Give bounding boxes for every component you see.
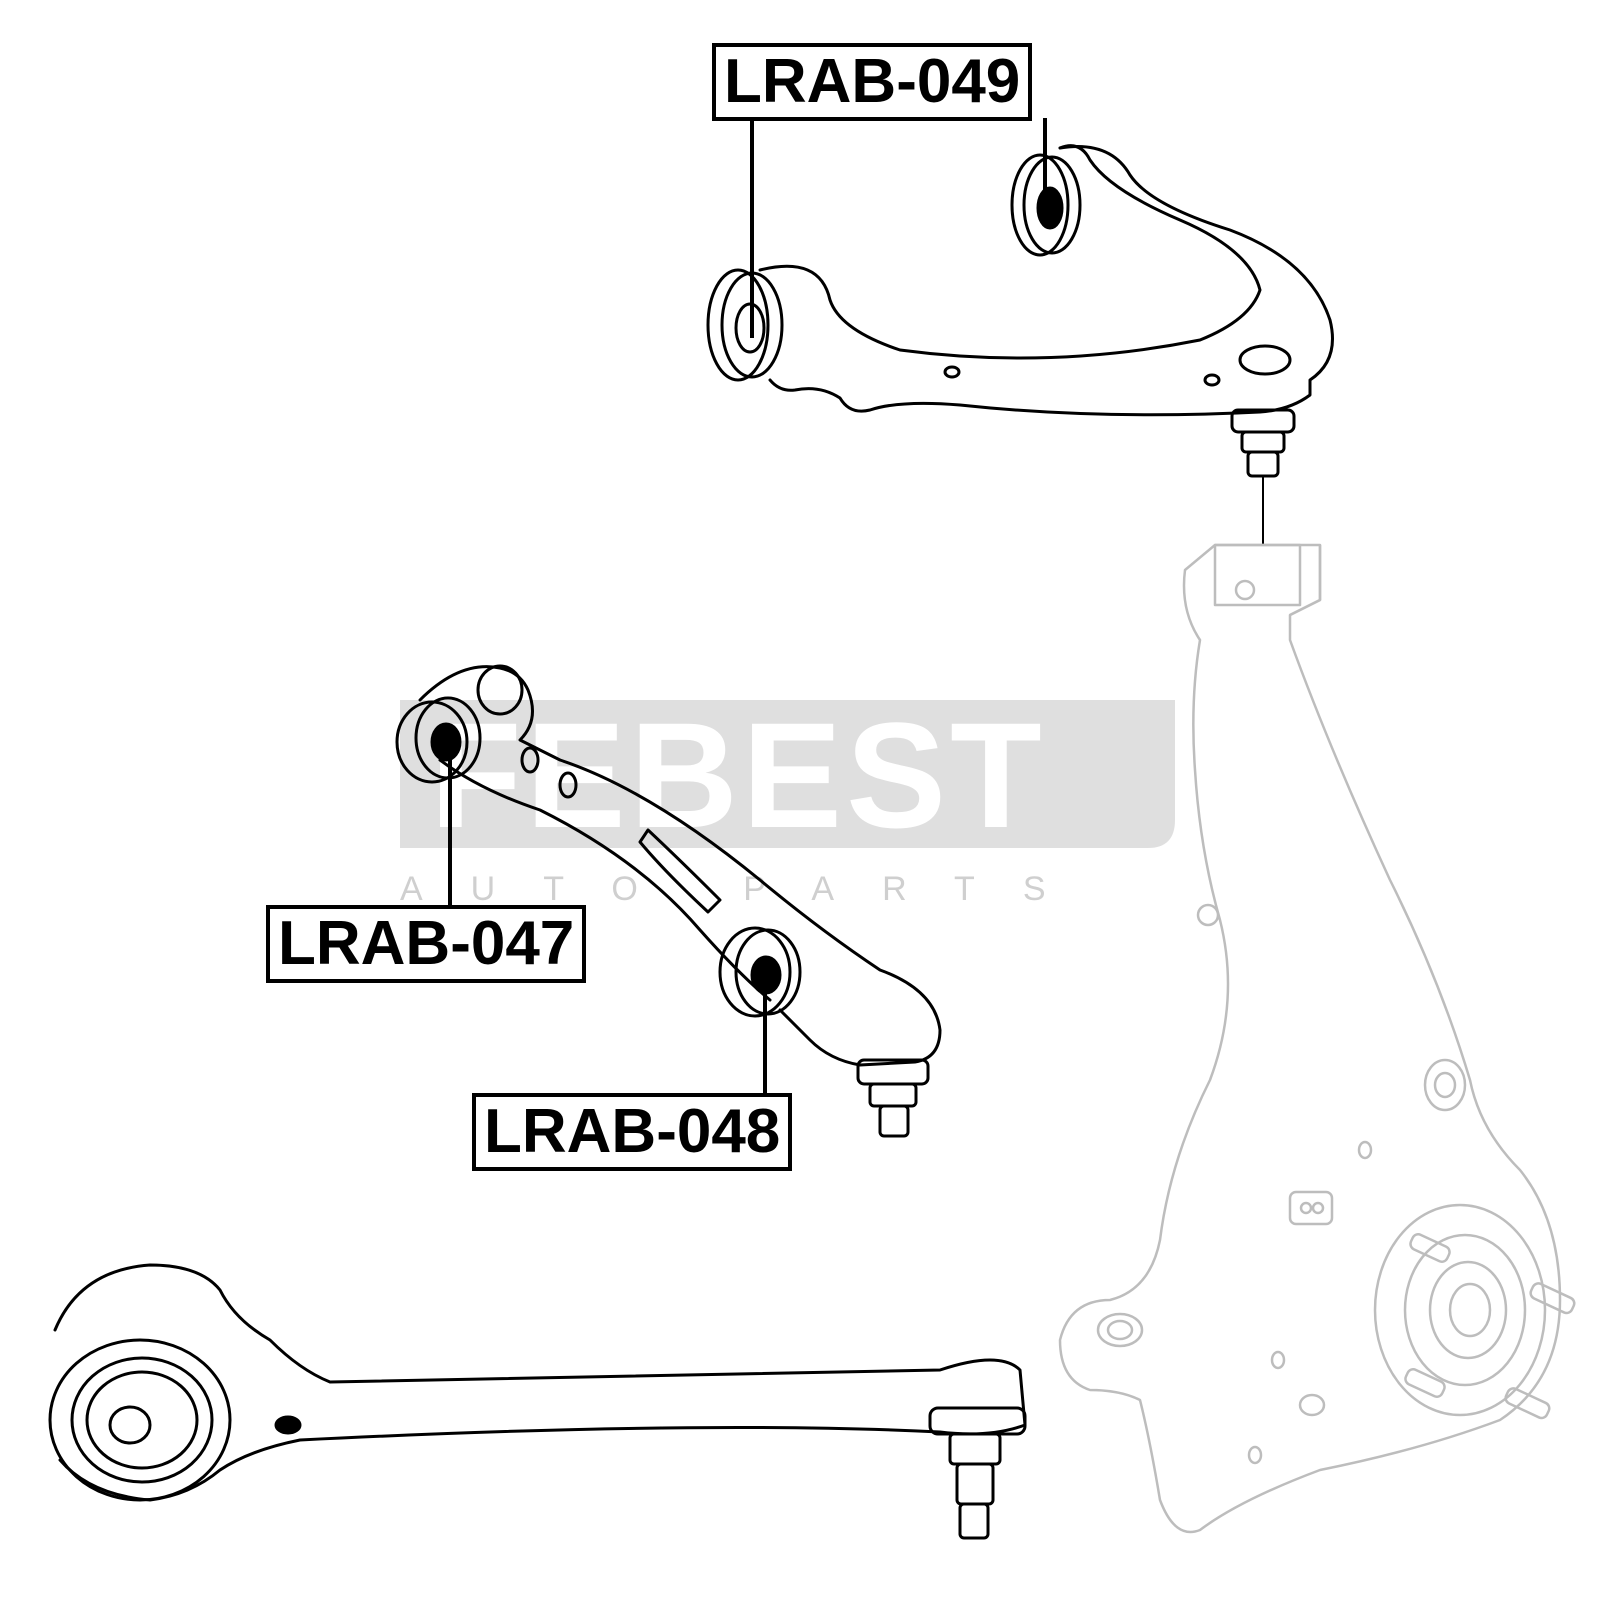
lower-rear-bushing: [48, 1338, 232, 1502]
lower-control-arm-front: [395, 664, 942, 1138]
part-label-lrab-047[interactable]: LRAB-047: [266, 905, 587, 983]
part-label-lrab-049[interactable]: LRAB-049: [712, 43, 1033, 121]
part-label-lrab-048[interactable]: LRAB-048: [472, 1093, 793, 1171]
upper-bushing-rear: [1010, 153, 1070, 257]
lower-control-arm-rear: [48, 1263, 1027, 1540]
upper-control-arm: [706, 144, 1334, 546]
lower-bushing-rear: [718, 926, 792, 1018]
leader-lines: [448, 118, 1047, 1093]
watermark-band: [400, 700, 1175, 848]
wheel-hub: [1373, 1203, 1547, 1417]
steering-knuckle: [1058, 543, 1576, 1534]
watermark-brand: FEBEST: [430, 691, 1046, 859]
upper-bushing-front: [706, 268, 770, 382]
watermark-tagline: AUTO PARTS: [400, 870, 1094, 908]
